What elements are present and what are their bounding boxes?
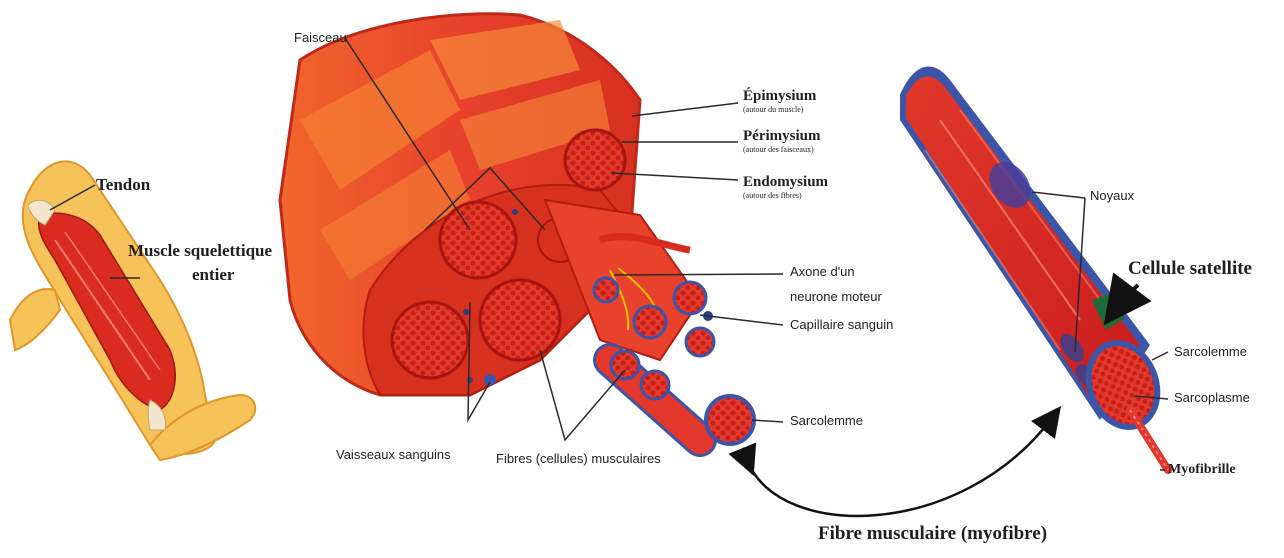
label-myofibrille: Myofibrille — [1168, 462, 1236, 477]
label-tendon: Tendon — [96, 176, 150, 195]
perimysium-subtitle: (autour des faisceaux) — [743, 146, 820, 155]
label-axone-line2: neurone moteur — [790, 290, 882, 304]
endomysium-title: Endomysium — [743, 174, 828, 190]
epimysium-subtitle: (autour du muscle) — [743, 106, 816, 115]
label-cellule-satellite: Cellule satellite — [1128, 259, 1252, 280]
label-endomysium: Endomysium (autour des fibres) — [743, 174, 828, 200]
label-muscle-entier-line2: entier — [192, 266, 234, 285]
arm-illustration — [10, 161, 255, 460]
myofiber-relation-arrow — [748, 418, 1052, 516]
perimysium-title: Périmysium — [743, 128, 820, 144]
label-sarcolemme-right: Sarcolemme — [1174, 345, 1247, 359]
label-epimysium: Épimysium (autour du muscle) — [743, 88, 816, 114]
label-sarcoplasme: Sarcoplasme — [1174, 391, 1250, 405]
label-faisceau: Faisceau — [294, 31, 347, 45]
label-axone-line1: Axone d'un — [790, 265, 855, 279]
epimysium-title: Épimysium — [743, 88, 816, 104]
label-perimysium: Périmysium (autour des faisceaux) — [743, 128, 820, 154]
label-capillaire: Capillaire sanguin — [790, 318, 893, 332]
satellite-arrow — [1118, 285, 1138, 306]
label-noyaux: Noyaux — [1090, 189, 1134, 203]
endomysium-subtitle: (autour des fibres) — [743, 192, 828, 201]
label-sarcolemme-middle: Sarcolemme — [790, 414, 863, 428]
muscle-cross-section — [280, 14, 754, 444]
label-vaisseaux: Vaisseaux sanguins — [336, 448, 451, 462]
label-fibres: Fibres (cellules) musculaires — [496, 452, 661, 466]
label-muscle-entier-line1: Muscle squelettique — [128, 242, 272, 261]
label-fibre-musculaire: Fibre musculaire (myofibre) — [818, 524, 1047, 545]
